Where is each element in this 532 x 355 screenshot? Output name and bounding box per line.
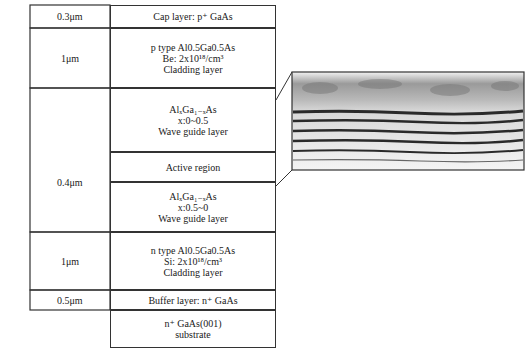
thickness-cells — [30, 5, 110, 310]
layer-text: Wave guide layer — [158, 213, 228, 224]
layer-text: substrate — [175, 329, 211, 340]
layer-text: Wave guide layer — [158, 126, 228, 137]
layer-box: Active region — [110, 152, 276, 182]
layer-text: Si: 2x10¹⁸/cm³ — [164, 256, 222, 267]
layer-box: Buffer layer: n⁺ GaAs — [110, 290, 276, 310]
layer-box: n⁺ GaAs(001)substrate — [110, 310, 276, 348]
layer-text: n⁺ GaAs(001) — [164, 318, 221, 329]
thickness-label: 1μm — [61, 256, 79, 267]
zoom-lines — [276, 72, 292, 186]
layer-text: x:0~0.5 — [178, 115, 209, 126]
layer-box: n type Al0.5Ga0.5AsSi: 2x10¹⁸/cm³Claddin… — [110, 232, 276, 290]
thickness-label: 0.3μm — [57, 11, 83, 22]
layer-box: p type Al0.5Ga0.5AsBe: 2x10¹⁸/cm³Claddin… — [110, 28, 276, 88]
layer-text: Cap layer: p⁺ GaAs — [153, 11, 232, 22]
layer-text: n type Al0.5Ga0.5As — [151, 245, 235, 256]
layer-text: Active region — [166, 162, 221, 173]
layer-text: AlₓGa₁₋ₓAs — [169, 104, 216, 115]
thickness-label: 0.5μm — [57, 295, 83, 306]
layer-box: AlₓGa₁₋ₓAsx:0.5~0Wave guide layer — [110, 182, 276, 232]
layer-text: Cladding layer — [163, 64, 222, 75]
layer-box: Cap layer: p⁺ GaAs — [110, 5, 276, 28]
layer-text: Be: 2x10¹⁸/cm³ — [163, 53, 224, 64]
layer-text: x:0.5~0 — [178, 202, 209, 213]
layer-box: AlₓGa₁₋ₓAsx:0~0.5Wave guide layer — [110, 88, 276, 152]
layer-text: AlₓGa₁₋ₓAs — [169, 191, 216, 202]
tem-inset — [292, 72, 524, 170]
layer-text: Cladding layer — [163, 267, 222, 278]
thickness-label: 0.4μm — [57, 177, 83, 188]
layer-text: p type Al0.5Ga0.5As — [151, 42, 235, 53]
thickness-label: 1μm — [61, 53, 79, 64]
layer-text: Buffer layer: n⁺ GaAs — [148, 295, 237, 306]
